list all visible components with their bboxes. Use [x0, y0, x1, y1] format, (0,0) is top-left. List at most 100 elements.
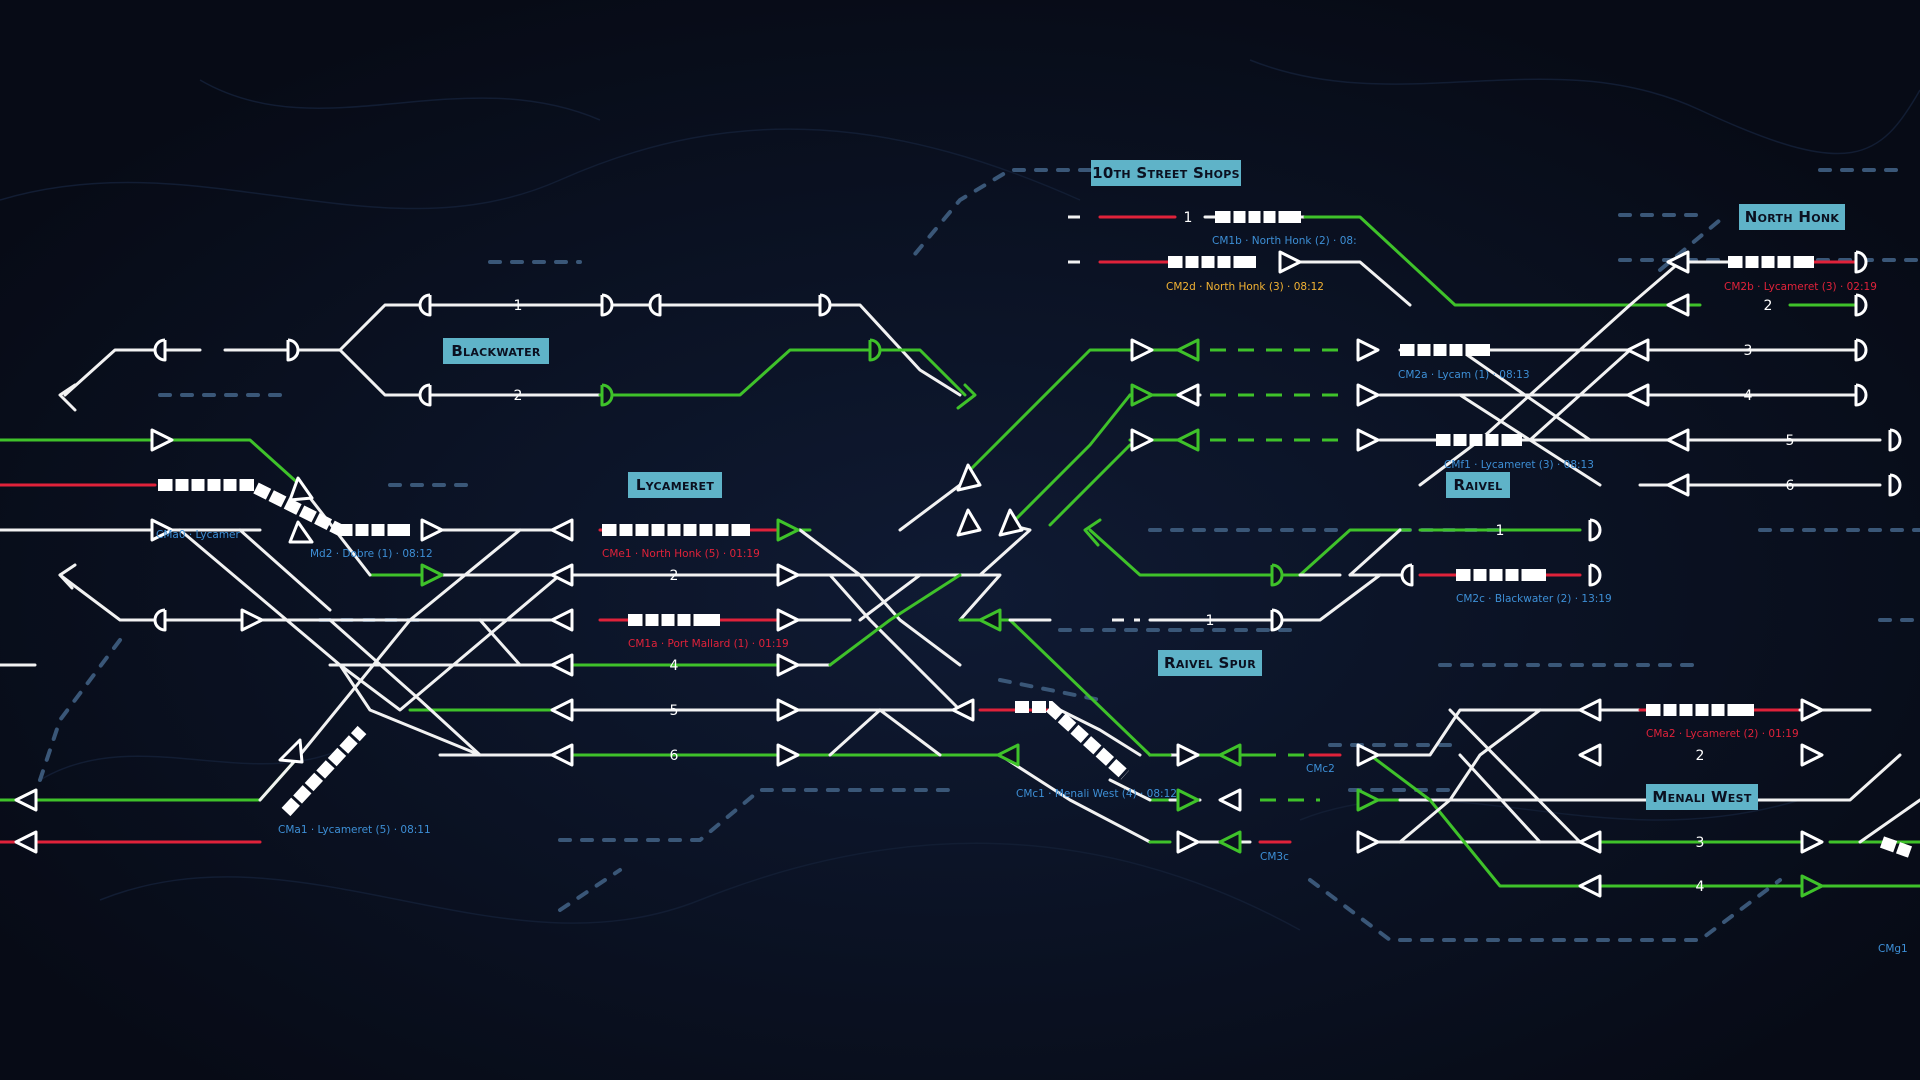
svg-text:Blackwater: Blackwater [451, 342, 541, 360]
train-cmg1 [1879, 836, 1913, 858]
signal-icon [420, 563, 444, 587]
signal-icon [1626, 338, 1650, 362]
signal-icon [550, 608, 574, 632]
platform-numbers: 1 2 3 4 5 6 1 2 2 4 5 6 1 1 2 3 4 [514, 210, 1795, 895]
signal-icon [1666, 428, 1690, 452]
signal-icon [1666, 293, 1690, 317]
train-cmd2 [253, 482, 410, 536]
train-cma2 [1646, 704, 1754, 716]
signal-icon [1176, 338, 1200, 362]
buffer-stop-icon [1588, 518, 1602, 542]
station-label-lycameret[interactable]: Lycameret [628, 472, 722, 498]
buffer-stop-icon [418, 383, 432, 407]
signal-icon [1800, 698, 1824, 722]
buffer-stop-icon [1888, 428, 1902, 452]
platform-number: 5 [1786, 433, 1795, 449]
signal-icon [998, 508, 1024, 537]
signal-icon [1218, 830, 1242, 854]
signal-icon [240, 608, 264, 632]
signal-icon [956, 463, 982, 492]
train-cm2c [1456, 569, 1546, 581]
train-cm2d [1168, 256, 1256, 268]
buffer-stop-icon [1854, 338, 1868, 362]
buffer-stop-icon [600, 383, 614, 407]
signal-icon [550, 653, 574, 677]
station-label-raivel-spur[interactable]: Raivel Spur [1158, 650, 1262, 676]
signal-icon [14, 788, 38, 812]
buffer-stops [153, 250, 1902, 632]
train-label-cmd2: Md2 · Dobre (1) · 08:12 [310, 548, 433, 560]
station-label-raivel[interactable]: Raivel [1446, 472, 1510, 498]
station-label-menali-west[interactable]: Menali West [1646, 784, 1758, 810]
signal-icon [278, 738, 304, 764]
platform-number: 3 [1744, 343, 1753, 359]
signal-icon [1356, 743, 1380, 767]
trains [158, 211, 1913, 858]
signal-icon [1800, 743, 1824, 767]
platform-number: 5 [670, 703, 679, 719]
signal-icon [550, 563, 574, 587]
signal-icon [550, 518, 574, 542]
train-label-cm2a: CM2a · Lycam (1) · 08:13 [1398, 369, 1530, 381]
signal-icon [1626, 383, 1650, 407]
signal-icon [1176, 383, 1200, 407]
topography [0, 59, 1920, 931]
signal-icon [1176, 788, 1200, 812]
train-label-cmc1: CMc1 · Menali West (4) · 08:12 [1016, 788, 1177, 800]
train-label-cm3c: CM3c [1260, 851, 1289, 863]
station-label-north-honk[interactable]: North Honk [1739, 204, 1845, 230]
signal-icon [1176, 743, 1200, 767]
platform-number: 3 [1696, 835, 1705, 851]
signal-icon [1578, 830, 1602, 854]
buffer-stop-icon [1270, 563, 1284, 587]
signal-icon [996, 743, 1020, 767]
platform-number: 4 [1696, 879, 1705, 895]
track-ends [58, 383, 1102, 590]
signal-icon [956, 508, 982, 537]
train-cm2b [1728, 256, 1814, 268]
train-label-cmc2: CMc2 [1306, 763, 1335, 775]
signal-icon [150, 428, 174, 452]
signal-icon [288, 476, 314, 502]
platform-number: 1 [1184, 210, 1193, 226]
train-cm1a [628, 614, 720, 626]
signal-icon [1800, 830, 1824, 854]
train-label-cma1: CMa1 · Lycameret (5) · 08:11 [278, 824, 431, 836]
signal-icon [1356, 383, 1380, 407]
station-labels[interactable]: 10th Street Shops North Honk Blackwater … [443, 160, 1845, 810]
buffer-stop-icon [1888, 473, 1902, 497]
station-label-blackwater[interactable]: Blackwater [443, 338, 549, 364]
platform-number: 1 [1206, 613, 1215, 629]
train-label-cm2d: CM2d · North Honk (3) · 08:12 [1166, 281, 1324, 293]
svg-text:Lycameret: Lycameret [636, 476, 715, 494]
svg-text:Menali West: Menali West [1652, 788, 1751, 806]
platform-number: 2 [1764, 298, 1773, 314]
platform-number: 1 [1496, 523, 1505, 539]
signal-icon [14, 830, 38, 854]
train-label-cm2b: CM2b · Lycameret (3) · 02:19 [1724, 281, 1877, 293]
svg-text:10th Street Shops: 10th Street Shops [1092, 164, 1240, 182]
platform-number: 6 [1786, 478, 1795, 494]
train-label-cme1: CMe1 · North Honk (5) · 01:19 [602, 548, 760, 560]
signal-icon [1800, 874, 1824, 898]
signal-icon [1130, 383, 1154, 407]
signal-icon [1578, 874, 1602, 898]
buffer-stop-icon [1854, 250, 1868, 274]
station-label-10th-street-shops[interactable]: 10th Street Shops [1091, 160, 1241, 186]
buffer-stop-icon [153, 608, 167, 632]
signal-icon [1218, 788, 1242, 812]
buffer-stop-icon [868, 338, 882, 362]
platform-number: 6 [670, 748, 679, 764]
signal-icon [1578, 698, 1602, 722]
signal-icon [951, 698, 975, 722]
signal-icon [1356, 428, 1380, 452]
platform-number: 1 [514, 298, 523, 314]
buffer-stop-icon [1854, 383, 1868, 407]
train-label-cm1a: CM1a · Port Mallard (1) · 01:19 [628, 638, 789, 650]
train-cme1 [602, 524, 750, 536]
buffer-stop-icon [418, 293, 432, 317]
signal-icon [776, 743, 800, 767]
signal-icon [1356, 830, 1380, 854]
